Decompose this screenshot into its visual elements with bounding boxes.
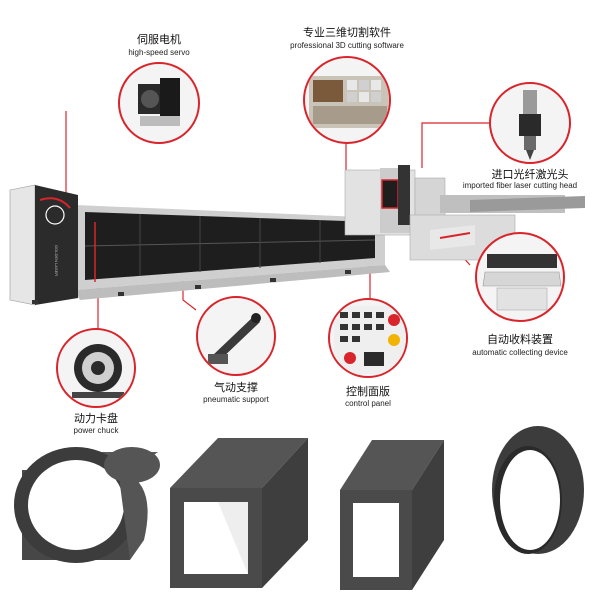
cutting-head-label-cn: 进口光纤激光头	[491, 168, 569, 181]
control-panel-label-en: control panel	[345, 399, 391, 408]
chuck-callout	[56, 328, 136, 408]
left-cabinet: GOLDEN LASER	[9, 184, 78, 306]
chuck-label-en: power chuck	[73, 426, 119, 435]
collecting-label-en: automatic collecting device	[472, 348, 568, 357]
cutting-unit	[344, 165, 585, 261]
servo-label-en: high-speed servo	[128, 48, 190, 57]
servo-callout	[118, 62, 200, 144]
laser-head-icon	[519, 90, 541, 160]
chuck-icon	[72, 344, 124, 398]
machine-bed	[75, 205, 390, 300]
software-label-cn: 专业三维切割软件	[303, 26, 391, 39]
cutting-head-callout	[489, 82, 571, 164]
support-label-en: pneumatic support	[203, 395, 269, 404]
control-panel-callout	[328, 298, 408, 378]
servo-motor-icon	[138, 78, 180, 126]
collector-icon	[482, 254, 562, 311]
software-callout	[303, 56, 391, 144]
machine-feet	[32, 270, 351, 304]
support-label-cn: 气动支撑	[214, 381, 258, 394]
control-panel-icon	[334, 306, 406, 374]
support-callout	[196, 296, 276, 376]
chuck-label-cn: 动力卡盘	[74, 412, 118, 425]
software-screen-icon	[309, 76, 389, 128]
svg-text:GOLDEN LASER: GOLDEN LASER	[54, 245, 59, 276]
control-panel-label-cn: 控制面版	[346, 385, 390, 398]
software-label-en: professional 3D cutting software	[290, 41, 404, 50]
cutting-head-label-en: imported fiber laser cutting head	[462, 181, 578, 190]
collecting-label-cn: 自动收料装置	[487, 333, 553, 346]
collecting-callout	[475, 232, 565, 322]
servo-label-cn: 伺服电机	[137, 33, 181, 46]
pneumatic-arm-icon	[208, 313, 261, 364]
